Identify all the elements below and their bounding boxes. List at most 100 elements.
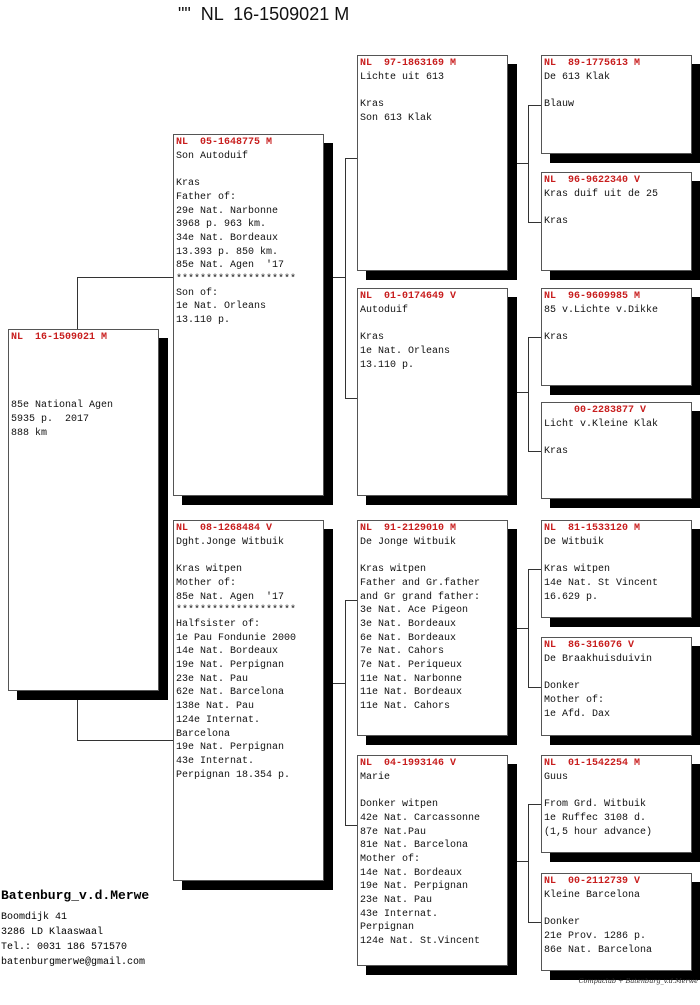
- card-line: [360, 84, 505, 98]
- card-line: 23e Nat. Pau: [360, 895, 433, 907]
- ring-number: NL 05-1648775 M: [176, 137, 273, 148]
- card-line: 85e Nat. Agen '17: [176, 591, 285, 603]
- card-line: 11e Nat. Narbonne: [360, 673, 463, 685]
- card-line: De Jonge Witbuik: [360, 536, 457, 548]
- card-line: 19e Nat. Perpignan: [360, 881, 469, 893]
- card-line: 85e Nat. Agen '17: [176, 260, 285, 272]
- card-line: 21e Prov. 1286 p.: [544, 930, 647, 942]
- card-line: Kras: [544, 216, 569, 228]
- card-line: Father of:: [176, 191, 237, 203]
- card-line: De Witbuik: [544, 536, 605, 548]
- card-line: 85e National Agen: [11, 400, 114, 412]
- card-line: [544, 431, 689, 445]
- ring-number: 00-2283877 V: [544, 405, 647, 416]
- card-line: [176, 549, 321, 563]
- ring-number: NL 81-1533120 M: [544, 523, 641, 534]
- connector-line: [323, 683, 345, 684]
- address-phone: Tel.: 0031 186 571570: [1, 942, 128, 953]
- card-line: Dght.Jonge Witbuik: [176, 536, 285, 548]
- card-line: Son Autoduif: [176, 150, 249, 162]
- card-line: Halfsister of:: [176, 618, 261, 630]
- connector-line: [528, 569, 529, 688]
- card-line: Guus: [544, 771, 569, 783]
- card-line: Donker witpen: [360, 799, 439, 811]
- card-line: [360, 784, 505, 798]
- card-line: Barcelona: [176, 728, 231, 740]
- page-title: "" NL 16-1509021 M: [178, 4, 350, 24]
- connector-line: [345, 158, 357, 159]
- card-line: Kras witpen: [360, 564, 427, 576]
- card-line: Kleine Barcelona: [544, 889, 641, 901]
- card-line: Kras duif uit de 25: [544, 188, 659, 200]
- card-line: 3e Nat. Bordeaux: [360, 618, 457, 630]
- card-line: 43e Internat.: [360, 908, 439, 920]
- card-line: Son of:: [176, 287, 219, 299]
- card-line: 5935 p. 2017: [11, 414, 90, 426]
- card-line: 3968 p. 963 km.: [176, 219, 267, 231]
- card-line: 16.629 p.: [544, 591, 599, 603]
- ring-number: NL 86-316076 V: [544, 640, 635, 651]
- card-line: 124e Internat.: [176, 714, 261, 726]
- card-line: 87e Nat.Pau: [360, 826, 427, 838]
- card-line: Blauw: [544, 99, 575, 111]
- card-line: 19e Nat. Perpignan: [176, 660, 285, 672]
- connector-line: [528, 221, 541, 223]
- card-line: 3e Nat. Ace Pigeon: [360, 605, 469, 617]
- connector-line: [508, 163, 529, 164]
- card-line: (1,5 hour advance): [544, 826, 653, 838]
- card-line: Perpignan: [360, 922, 415, 934]
- connector-line: [528, 686, 541, 688]
- address-email: batenburgmerwe@gmail.com: [1, 957, 146, 968]
- card-line: 13.110 p.: [360, 359, 415, 371]
- card-line: Mother of:: [544, 694, 605, 706]
- card-line: [360, 549, 505, 563]
- card-line: 124e Nat. St.Vincent: [360, 936, 481, 948]
- credit-text: Compuclub + Batenburg_v.d.Merwe: [578, 977, 698, 985]
- card-line: 14e Nat. Bordeaux: [360, 867, 463, 879]
- ring-number: NL 89-1775613 M: [544, 58, 641, 69]
- card-line: [176, 163, 321, 177]
- card-line: 13.393 p. 850 km.: [176, 246, 279, 258]
- card-line: 11e Nat. Cahors: [360, 701, 451, 713]
- connector-line: [528, 569, 541, 570]
- card-line: [360, 317, 505, 331]
- card-line: Kras: [544, 446, 569, 458]
- connector-line: [77, 277, 78, 330]
- card-line: 7e Nat. Cahors: [360, 646, 445, 658]
- card-line: Kras: [360, 332, 385, 344]
- card-line: [544, 784, 689, 798]
- ring-number: NL 01-1542254 M: [544, 758, 641, 769]
- card-line: 1e Pau Fondunie 2000: [176, 632, 297, 644]
- connector-line: [345, 158, 346, 399]
- connector-line: [528, 104, 529, 223]
- card-line: Son 613 Klak: [360, 112, 433, 124]
- card-line: [11, 358, 156, 372]
- card-line: 14e Nat. St Vincent: [544, 577, 659, 589]
- connector-line: [77, 277, 173, 278]
- connector-line: [508, 392, 529, 393]
- connector-line: [508, 860, 529, 862]
- card-line: Marie: [360, 771, 391, 783]
- card-line: [544, 902, 689, 916]
- card-line: 1e Ruffec 3108 d.: [544, 812, 647, 824]
- connector-line: [345, 825, 357, 826]
- card-line: [11, 386, 156, 400]
- connector-line: [528, 104, 541, 106]
- card-line: 62e Nat. Barcelona: [176, 687, 285, 699]
- connector-line: [528, 804, 541, 805]
- card-line: Lichte uit 613: [360, 71, 445, 83]
- card-line: and Gr grand father:: [360, 591, 481, 603]
- card-line: Donker: [544, 681, 581, 693]
- card-line: [11, 345, 156, 359]
- ring-number: NL 96-9609985 M: [544, 291, 641, 302]
- card-line: [544, 666, 689, 680]
